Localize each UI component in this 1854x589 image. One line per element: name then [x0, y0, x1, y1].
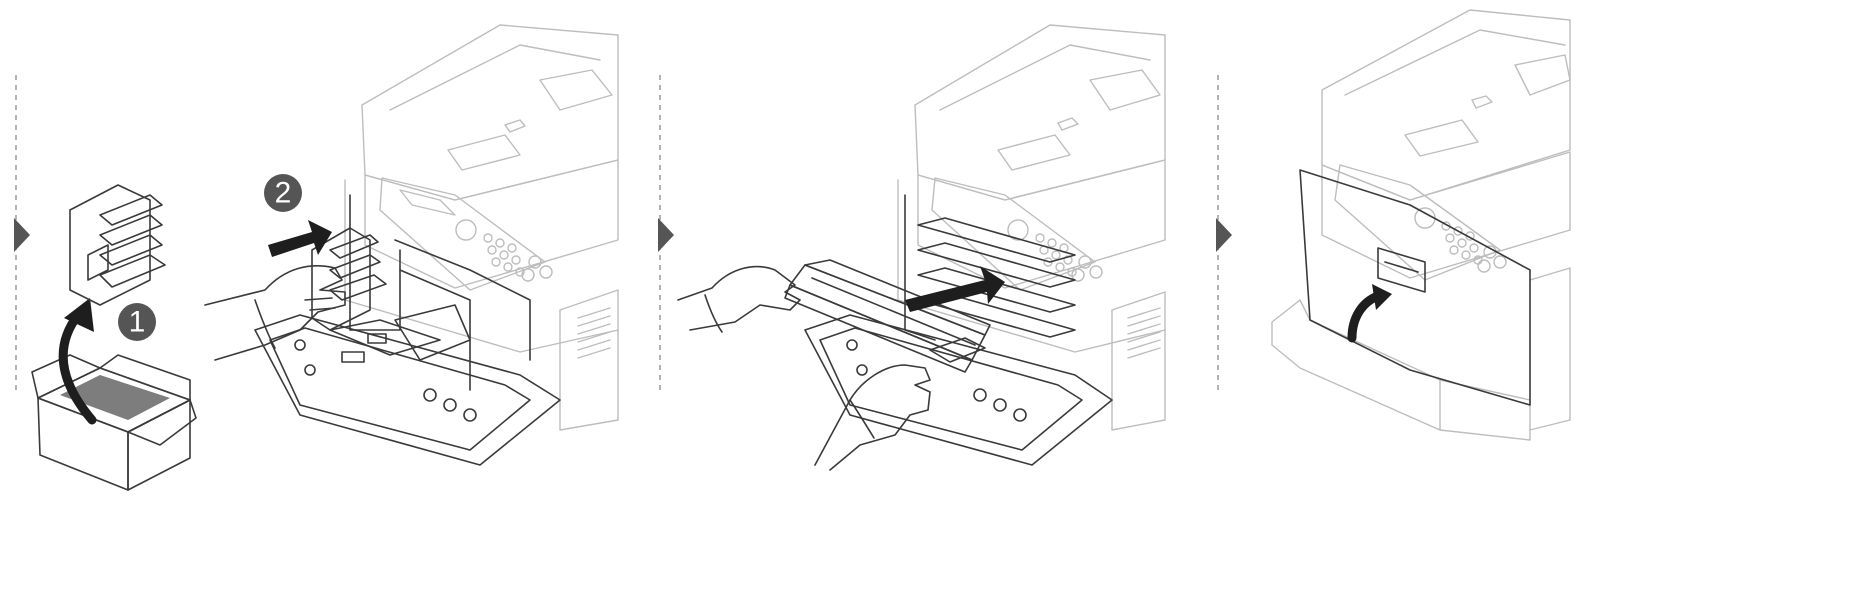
toner-separator-part [69, 184, 166, 306]
step-arrow-icon [1216, 218, 1232, 252]
right-hand-illustration [814, 364, 931, 471]
step-arrow-icon [14, 218, 30, 252]
toner-cartridge [784, 259, 991, 373]
hand-illustration [204, 265, 346, 361]
box-illustration [31, 354, 197, 491]
push-arrow-icon [268, 220, 332, 257]
panel-close-cover [1271, 9, 1571, 441]
panel-insert-separator: 2 [204, 24, 619, 466]
step-badge-2: 2 [264, 174, 302, 212]
panel-unpack: 1 [31, 184, 197, 491]
front-cover [1299, 169, 1531, 406]
push-arrow-icon [905, 266, 1005, 312]
step-badge-1: 1 [118, 303, 156, 341]
step-badge-1-label: 1 [129, 306, 146, 339]
printer-illustration-3 [804, 24, 1166, 466]
rotation-arrow-icon [1347, 284, 1392, 343]
step-badge-2-label: 2 [275, 177, 292, 210]
printer-illustration-4 [1271, 9, 1571, 441]
printer-illustration-2 [254, 24, 619, 466]
left-hand-illustration [677, 265, 801, 333]
rotation-arrow-icon [58, 298, 97, 425]
panel-insert-cartridge [677, 24, 1166, 471]
step-arrow-icon [658, 218, 674, 252]
